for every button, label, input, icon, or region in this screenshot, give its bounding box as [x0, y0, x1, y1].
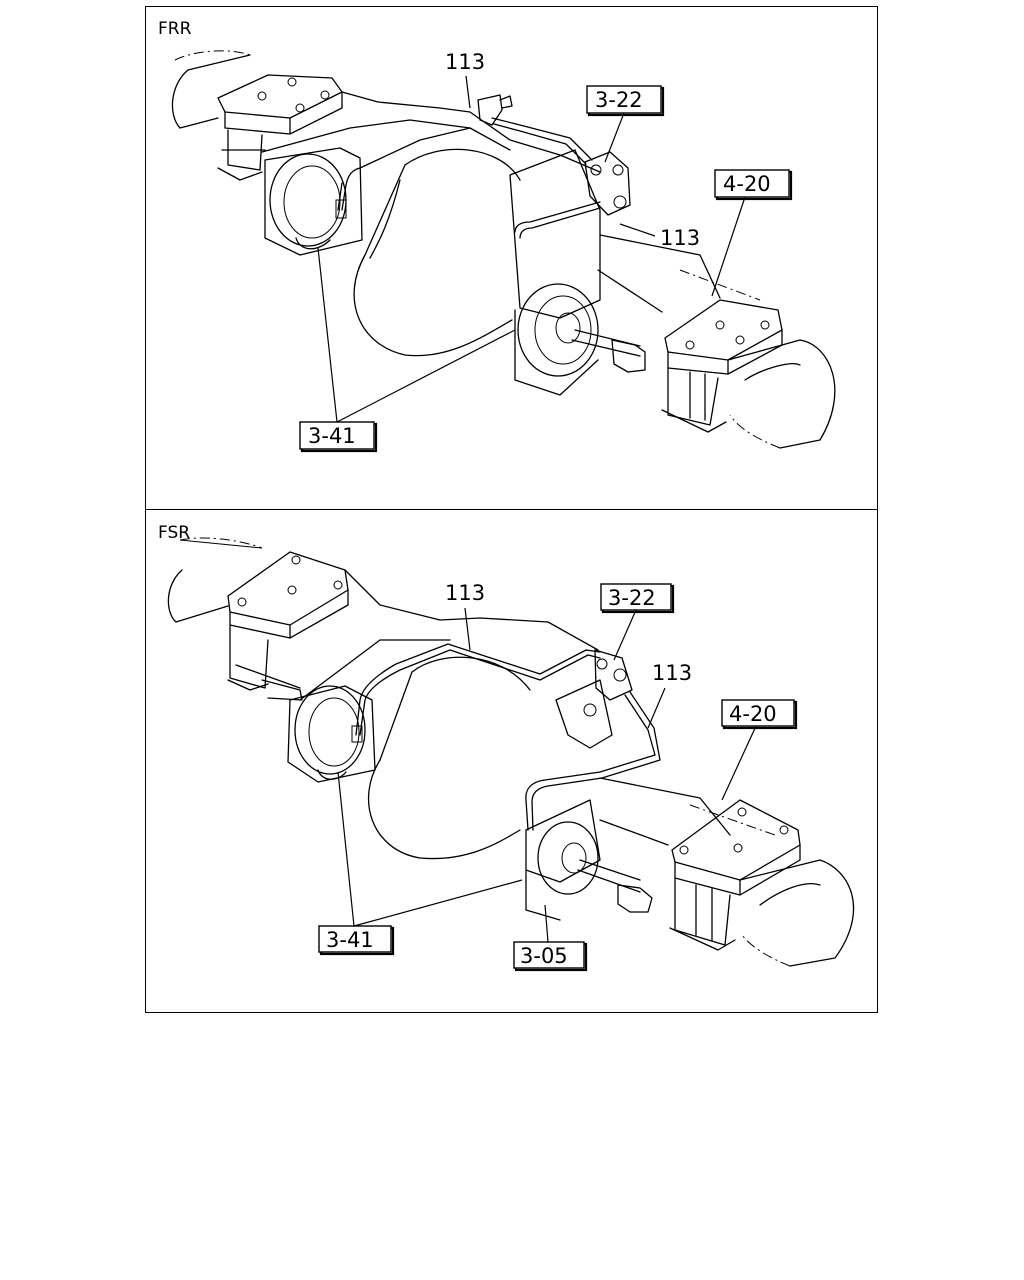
fsr-drawing [167, 537, 855, 967]
callout-113-upper-fsr: 113 [445, 581, 485, 605]
callout-3-22: 3-22 [595, 88, 643, 112]
callout-4-20-fsr: 4-20 [729, 702, 777, 726]
callout-3-05-fsr: 3-05 [520, 944, 568, 968]
callout-4-20: 4-20 [723, 172, 771, 196]
fsr-diagram-panel [145, 510, 878, 1013]
callout-box-3-41 [299, 421, 375, 450]
callout-box-3-05-fsr [513, 941, 585, 969]
callout-3-41: 3-41 [308, 424, 356, 448]
variant-label-frr: FRR [158, 19, 192, 39]
callout-113-right-fsr: 113 [652, 661, 692, 685]
callout-3-41-fsr: 3-41 [326, 928, 374, 952]
callout-113-upper: 113 [445, 50, 485, 74]
frr-drawing [171, 50, 836, 449]
frr-diagram-panel [145, 6, 878, 510]
callout-3-22-fsr: 3-22 [608, 586, 656, 610]
callout-box-3-22-fsr [600, 583, 672, 611]
callout-box-4-20-fsr [721, 699, 795, 727]
callout-box-3-41-fsr [318, 925, 392, 953]
callout-box-4-20 [714, 169, 790, 198]
callout-113-right: 113 [660, 226, 700, 250]
variant-label-fsr: FSR [158, 523, 190, 543]
